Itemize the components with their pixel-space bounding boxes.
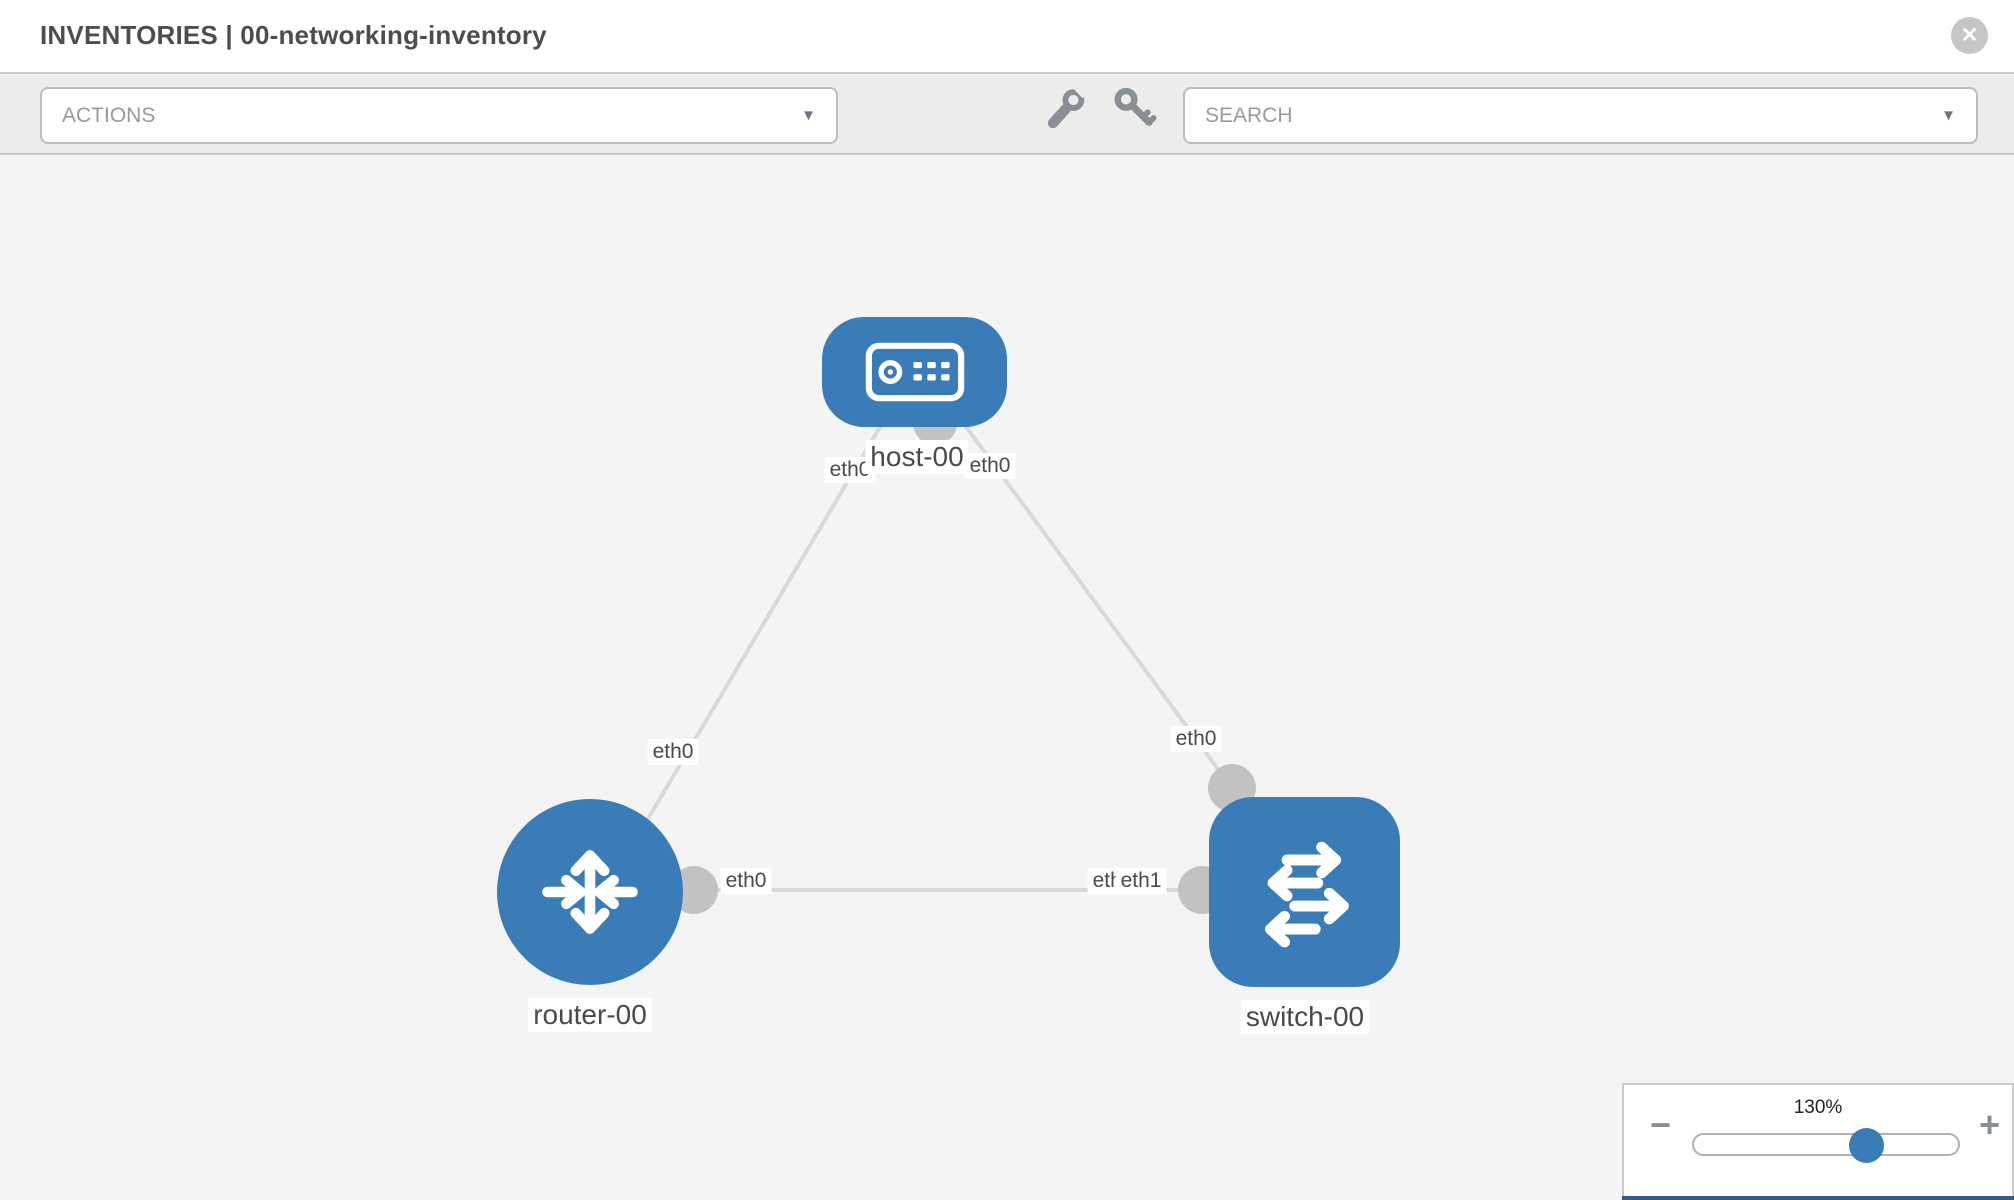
port-label: eth0 <box>720 868 772 894</box>
actions-dropdown[interactable]: ACTIONS ▼ <box>40 87 838 144</box>
zoom-control-panel: 130% − + <box>1622 1083 2014 1200</box>
node-router-00[interactable] <box>497 799 683 985</box>
node-host-00[interactable] <box>822 317 1007 427</box>
port-label: eth0 <box>1170 726 1222 752</box>
search-dropdown[interactable]: SEARCH ▼ <box>1183 87 1978 144</box>
port-label: eth0 <box>647 739 699 765</box>
link-host-router <box>598 408 892 902</box>
page-title: INVENTORIES | 00-networking-inventory <box>40 20 547 50</box>
wrench-button[interactable] <box>1044 80 1091 132</box>
key-button[interactable] <box>1112 86 1158 132</box>
zoom-level: 130% <box>1793 1097 1843 1118</box>
node-label-router: router-00 <box>528 998 652 1032</box>
zoom-slider-thumb[interactable] <box>1849 1128 1884 1163</box>
close-icon[interactable]: ✕ <box>1951 17 1988 54</box>
search-dropdown-value: SEARCH <box>1205 103 1293 127</box>
toolbar: ACTIONS ▼ SEARCH ▼ <box>0 72 2014 155</box>
node-switch-00[interactable] <box>1209 797 1400 987</box>
links-layer <box>598 401 1256 914</box>
host-icon <box>865 342 964 402</box>
zoom-in-button[interactable]: + <box>1978 1104 2000 1145</box>
port-label: eth1 <box>1115 868 1167 894</box>
zoom-out-button[interactable]: − <box>1650 1104 1672 1145</box>
zoom-slider-track[interactable] <box>1692 1128 1960 1163</box>
topology-canvas[interactable]: eth0 eth0 eth0 eth0 eth0 eth0 eth1 host-… <box>0 155 2014 1200</box>
router-icon <box>542 850 638 934</box>
key-icon <box>1114 87 1157 126</box>
port-label: eth0 <box>964 453 1016 479</box>
switch-icon <box>1264 841 1349 948</box>
node-label-host: host-00 <box>865 440 969 474</box>
node-label-switch: switch-00 <box>1240 1000 1370 1034</box>
actions-dropdown-value: ACTIONS <box>62 103 156 127</box>
chevron-down-icon: ▼ <box>801 107 816 124</box>
chevron-down-icon: ▼ <box>1941 107 1956 124</box>
bottom-panel-edge <box>1622 1196 2014 1200</box>
header: INVENTORIES | 00-networking-inventory ✕ <box>0 0 2014 72</box>
wrench-icon <box>1047 80 1091 129</box>
